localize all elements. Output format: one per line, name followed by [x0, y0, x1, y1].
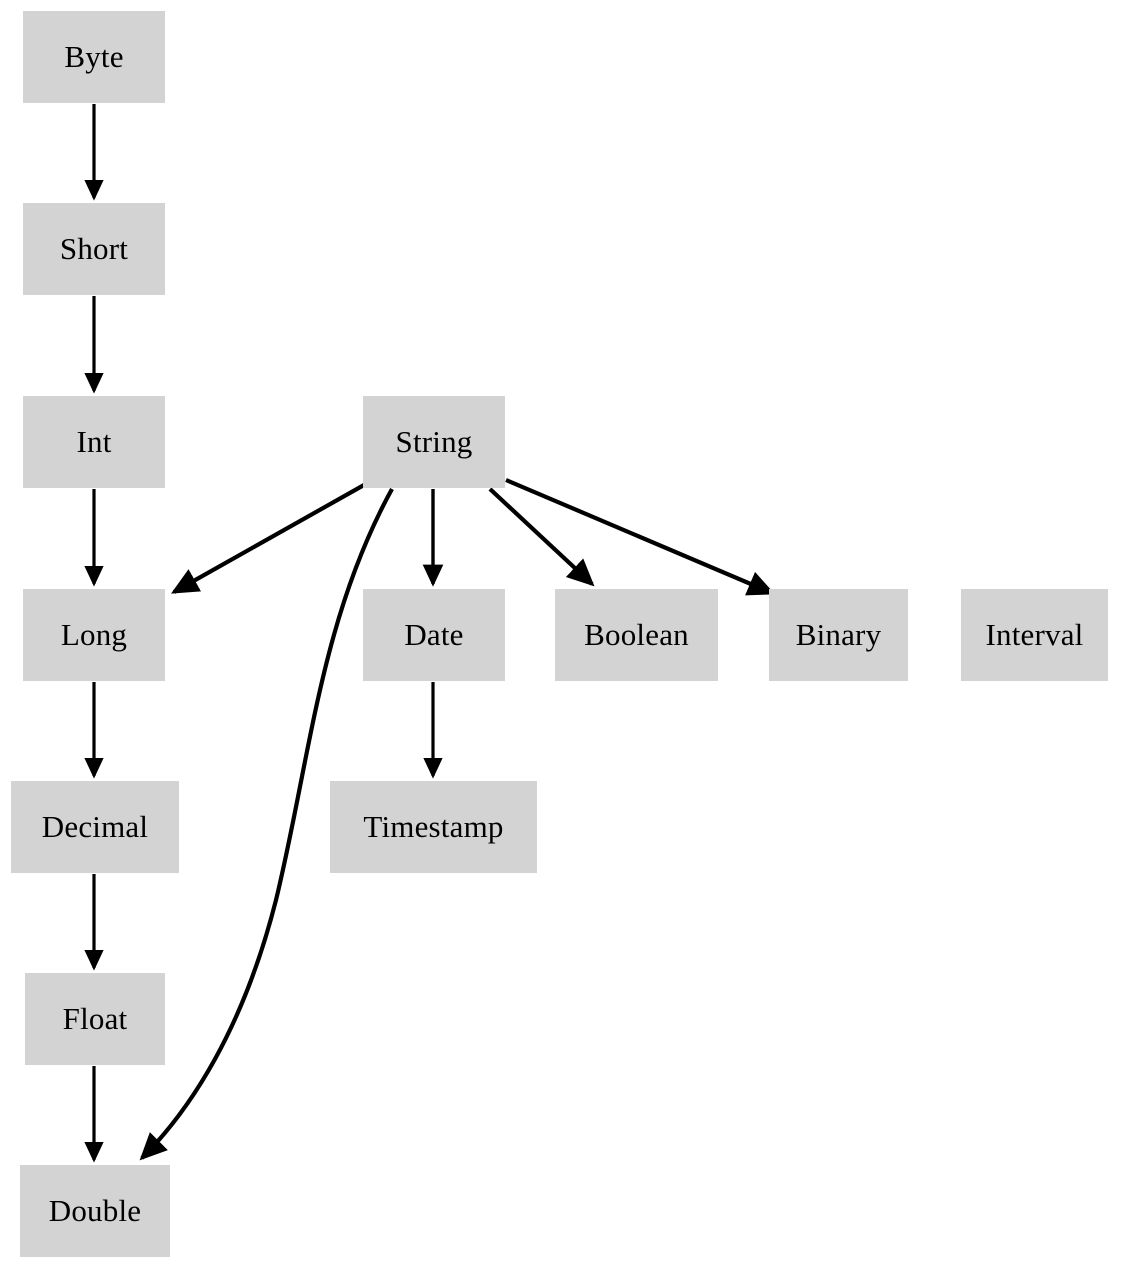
- node-interval[interactable]: Interval: [961, 589, 1108, 681]
- node-double-label: Double: [48, 1192, 142, 1228]
- node-timestamp[interactable]: Timestamp: [330, 781, 537, 873]
- node-boolean-label: Boolean: [584, 616, 689, 652]
- node-short[interactable]: Short: [23, 203, 165, 295]
- node-date-label: Date: [404, 616, 464, 652]
- node-short-label: Short: [59, 230, 129, 266]
- node-string[interactable]: String: [363, 396, 505, 488]
- node-byte[interactable]: Byte: [23, 11, 165, 103]
- node-byte-label: Byte: [64, 38, 124, 74]
- node-double[interactable]: Double: [20, 1165, 170, 1257]
- node-interval-label: Interval: [985, 616, 1084, 652]
- node-decimal[interactable]: Decimal: [11, 781, 179, 873]
- node-binary-label: Binary: [795, 616, 882, 652]
- node-int-label: Int: [76, 423, 112, 459]
- node-long[interactable]: Long: [23, 589, 165, 681]
- node-int[interactable]: Int: [23, 396, 165, 488]
- node-float-label: Float: [62, 1000, 128, 1036]
- node-float[interactable]: Float: [25, 973, 165, 1065]
- node-date[interactable]: Date: [363, 589, 505, 681]
- node-decimal-label: Decimal: [41, 808, 149, 844]
- node-long-label: Long: [60, 616, 128, 652]
- node-timestamp-label: Timestamp: [363, 808, 504, 844]
- node-string-label: String: [395, 423, 473, 459]
- node-binary[interactable]: Binary: [769, 589, 908, 681]
- node-boolean[interactable]: Boolean: [555, 589, 718, 681]
